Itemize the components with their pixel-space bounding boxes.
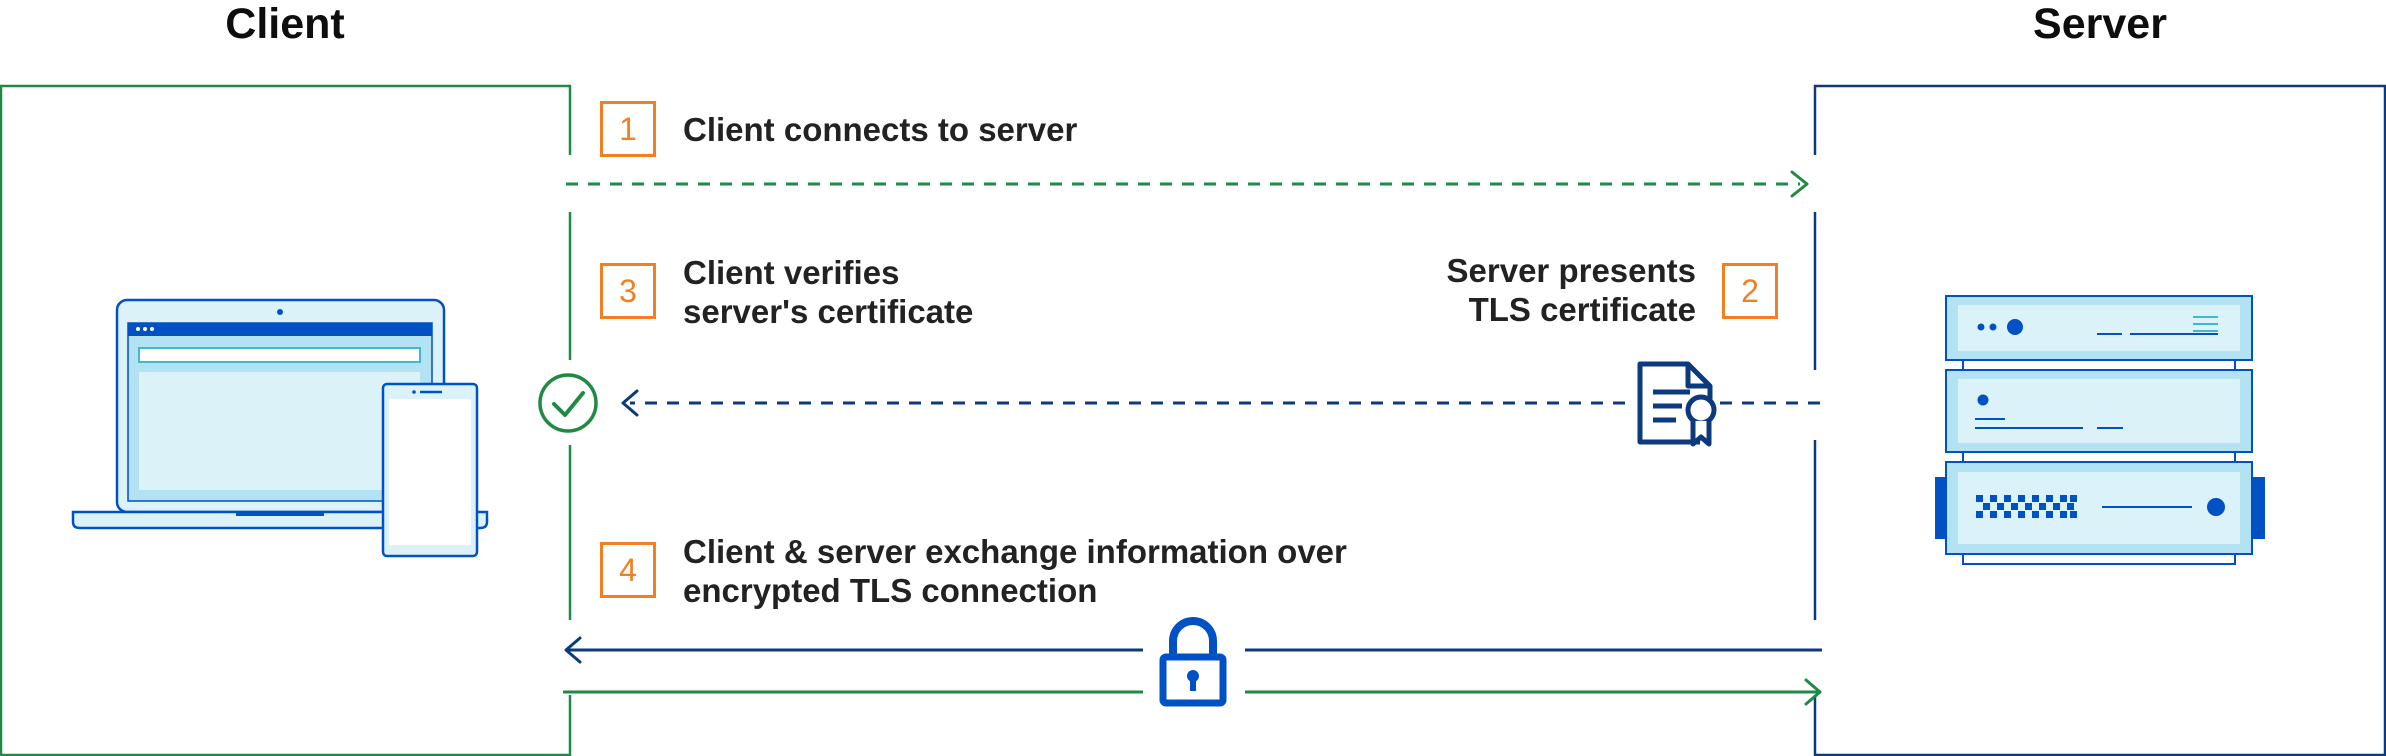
client-title: Client	[225, 0, 345, 48]
certificate-arrow	[621, 389, 1820, 417]
step-2-badge: 2	[1722, 263, 1778, 319]
padlock-icon	[1159, 617, 1227, 707]
check-circle-icon	[538, 373, 598, 433]
client-frame	[0, 84, 572, 756]
server-frame	[1813, 84, 2386, 756]
step-3-label: Client verifies server's certificate	[683, 254, 974, 330]
encrypted-exchange-arrows	[563, 636, 1822, 706]
server-unit-bottom	[1935, 461, 2265, 555]
phone	[381, 382, 479, 558]
step-3-badge: 3	[600, 263, 656, 319]
connect-arrow	[566, 170, 1809, 198]
laptop	[71, 298, 489, 530]
step-1-badge: 1	[600, 101, 656, 157]
laptop-and-phone-icon	[71, 298, 489, 558]
step-2-label: Server presents TLS certificate	[1446, 252, 1696, 328]
step-4-badge: 4	[600, 542, 656, 598]
certificate-icon	[1637, 361, 1717, 447]
server-title: Server	[2033, 0, 2167, 48]
server-unit-middle	[1945, 369, 2253, 453]
step-4-label: Client & server exchange information ove…	[683, 533, 1347, 609]
server-unit-top	[1945, 295, 2253, 361]
step-1-label: Client connects to server	[683, 111, 1078, 148]
server-rack-icon	[1935, 295, 2265, 565]
